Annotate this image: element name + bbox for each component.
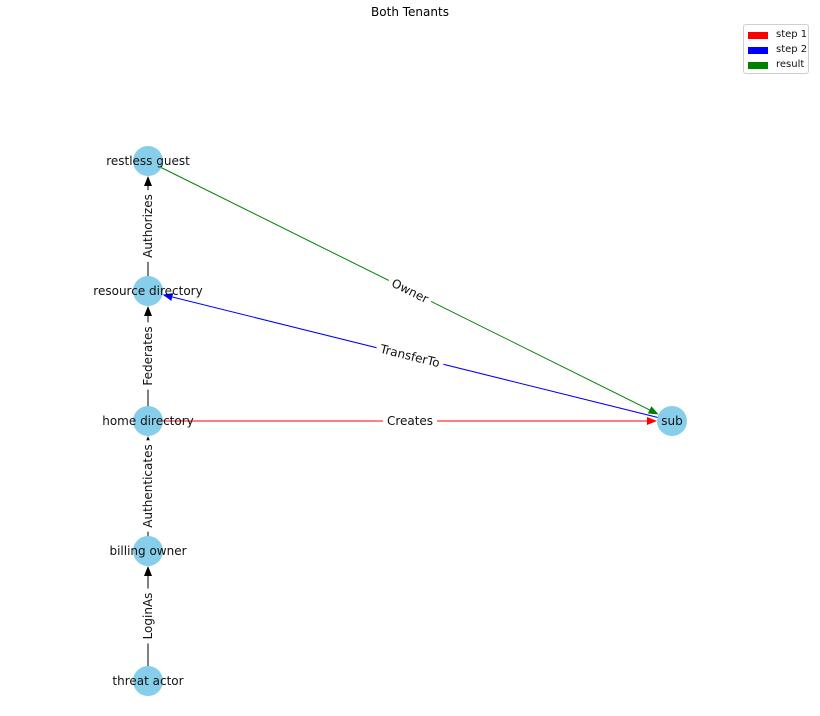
arrowhead-loginas [144, 566, 152, 576]
legend-swatch-step-1 [748, 31, 768, 39]
edge-label-creates: Creates [387, 414, 433, 428]
arrowhead-federates [144, 306, 152, 316]
node-label-resource-directory: resource directory [93, 284, 202, 298]
edge-labels-layer: LoginAs Authenticates Federates AuthorizesC… [140, 190, 446, 644]
node-label-billing-owner: billing owner [109, 544, 186, 558]
edge-label-group-owner: Owner [385, 273, 435, 309]
legend-item-step-1: step 1 [748, 29, 807, 41]
diagram-title: Both Tenants [371, 5, 449, 19]
edge-label-group-federates: Federates [140, 322, 156, 390]
edge-label-loginas: LoginAs [141, 593, 155, 640]
node-restless-guest: restless guest [106, 146, 190, 176]
arrowhead-owner [647, 406, 659, 415]
node-billing-owner: billing owner [109, 536, 187, 566]
legend-item-result: result [748, 59, 804, 71]
node-label-threat-actor: threat actor [112, 674, 183, 688]
edge-label-group-authenticates: Authenticates [140, 440, 156, 532]
node-sub: sub [657, 406, 687, 436]
legend-swatch-result [748, 61, 768, 69]
edge-label-bg-federates [140, 322, 156, 390]
edge-label-bg-transferto [374, 339, 446, 373]
arrowhead-transferto [162, 293, 174, 301]
edge-label-bg-authenticates [140, 440, 156, 532]
node-circle-threat-actor [133, 666, 163, 696]
arrowhead-creates [647, 417, 657, 425]
legend-label-result: result [776, 59, 805, 70]
node-home-directory: home directory [102, 406, 194, 436]
legend-item-step-2: step 2 [748, 44, 807, 56]
edge-label-group-authorizes: Authorizes [140, 190, 156, 262]
node-circle-restless-guest [133, 146, 163, 176]
legend-label-step-1: step 1 [776, 29, 808, 40]
nodes-layer: restless guest resource directory home dir… [93, 146, 687, 696]
edge-label-group-creates: Creates [382, 413, 438, 429]
edge-label-bg-creates [382, 413, 438, 429]
node-label-restless-guest: restless guest [106, 154, 190, 168]
edge-label-authenticates: Authenticates [141, 444, 155, 527]
node-circle-home-directory [133, 406, 163, 436]
node-circle-resource-directory [133, 276, 163, 306]
node-label-sub: sub [661, 414, 682, 428]
edge-label-authorizes: Authorizes [141, 194, 155, 258]
node-threat-actor: threat actor [112, 666, 184, 696]
legend: step 1 step 2 result [743, 24, 809, 74]
arrowhead-authorizes [144, 176, 152, 186]
edge-label-transferto: TransferTo [378, 342, 441, 370]
edge-label-owner: Owner [389, 276, 430, 306]
edge-label-federates: Federates [141, 326, 155, 385]
edge-label-bg-authorizes [140, 190, 156, 262]
legend-swatch-step-2 [748, 46, 768, 54]
node-label-home-directory: home directory [102, 414, 194, 428]
edge-label-bg-owner [385, 273, 435, 309]
edge-label-group-transferto: TransferTo [374, 339, 446, 373]
edge-label-bg-loginas [140, 588, 156, 644]
node-circle-billing-owner [133, 536, 163, 566]
node-circle-sub [657, 406, 687, 436]
node-resource-directory: resource directory [93, 276, 203, 306]
edge-label-group-loginas: LoginAs [140, 588, 156, 644]
legend-label-step-2: step 2 [776, 44, 808, 55]
